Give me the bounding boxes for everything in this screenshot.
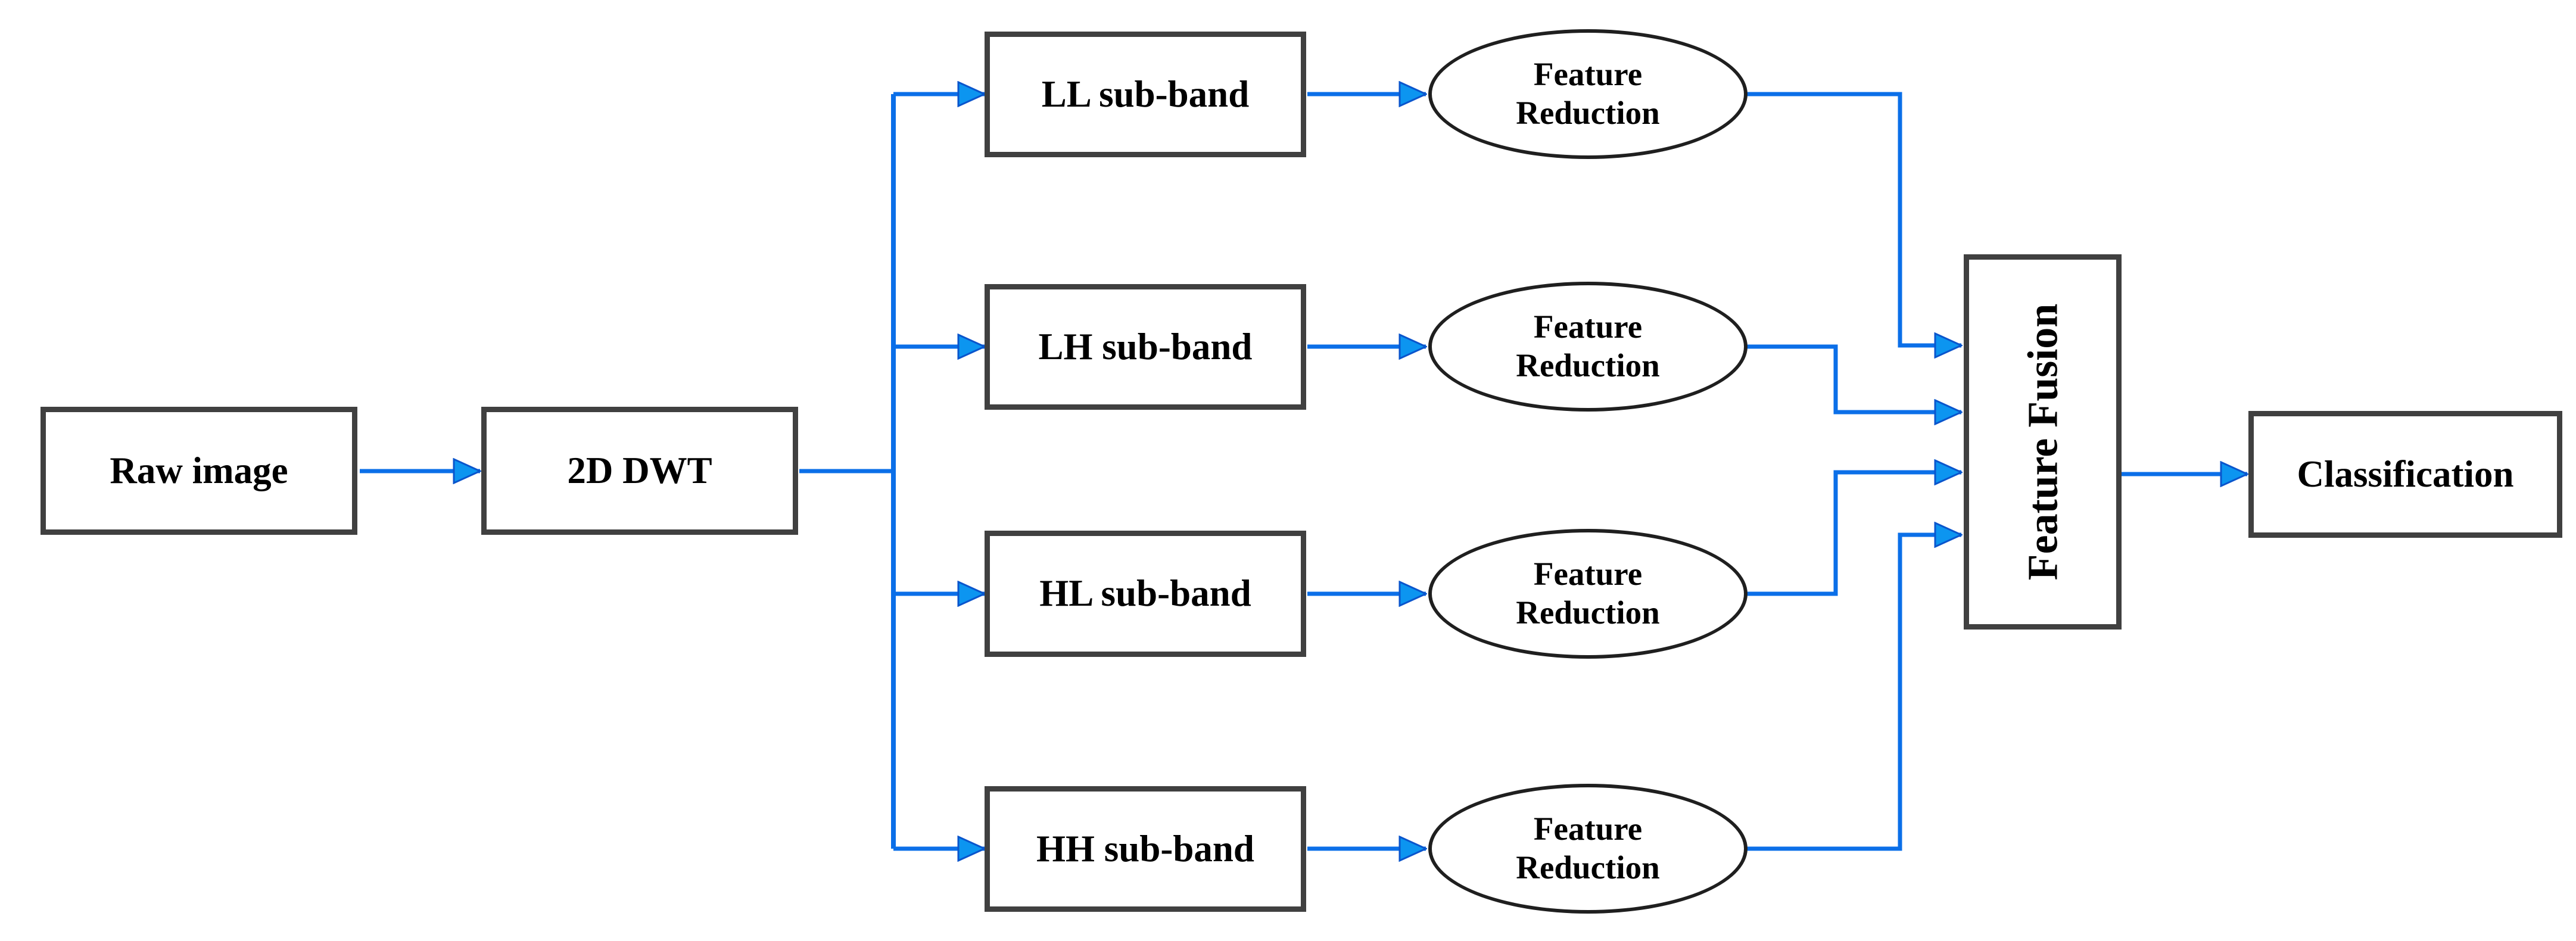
node-lh-subband: LH sub-band [985,284,1306,410]
node-ll-subband-label: LL sub-band [1041,73,1250,115]
node-feature-reduction-hh-line1: Feature [1533,811,1643,847]
node-hh-subband: HH sub-band [985,786,1306,912]
node-feature-reduction-ll-line1: Feature [1533,56,1643,93]
node-ll-subband: LL sub-band [985,32,1306,157]
node-feature-reduction-hl-line2: Reduction [1516,594,1660,631]
node-hl-subband: HL sub-band [985,531,1306,657]
node-hh-subband-label: HH sub-band [1036,827,1254,870]
node-2d-dwt-label: 2D DWT [567,449,712,491]
node-feature-reduction-hl-line1: Feature [1533,556,1643,593]
edge-reduction-hh-to-fusion [1745,535,1961,851]
node-feature-fusion-label: Feature Fusion [2019,303,2066,581]
node-raw-image-label: Raw image [110,449,288,491]
node-feature-reduction-lh-line1: Feature [1533,309,1643,345]
node-raw-image: Raw image [41,407,357,535]
node-2d-dwt: 2D DWT [481,407,798,535]
node-feature-reduction-hh-line2: Reduction [1516,849,1660,886]
node-lh-subband-label: LH sub-band [1038,325,1253,367]
node-hl-subband-label: HL sub-band [1039,572,1251,615]
node-feature-reduction-ll-line2: Reduction [1516,95,1660,131]
node-classification: Classification [2248,411,2562,538]
node-feature-reduction-lh: Feature Reduction [1428,282,1748,412]
node-feature-fusion: Feature Fusion [1964,254,2122,630]
node-feature-reduction-hh: Feature Reduction [1428,784,1748,914]
edge-reduction-lh-to-fusion [1745,344,1961,412]
node-classification-label: Classification [2297,453,2514,495]
edge-reduction-ll-to-fusion [1745,92,1961,345]
edge-reduction-hl-to-fusion [1745,472,1961,596]
node-feature-reduction-lh-line2: Reduction [1516,347,1660,384]
node-feature-reduction-hl: Feature Reduction [1428,529,1748,659]
node-feature-reduction-ll: Feature Reduction [1428,29,1748,159]
